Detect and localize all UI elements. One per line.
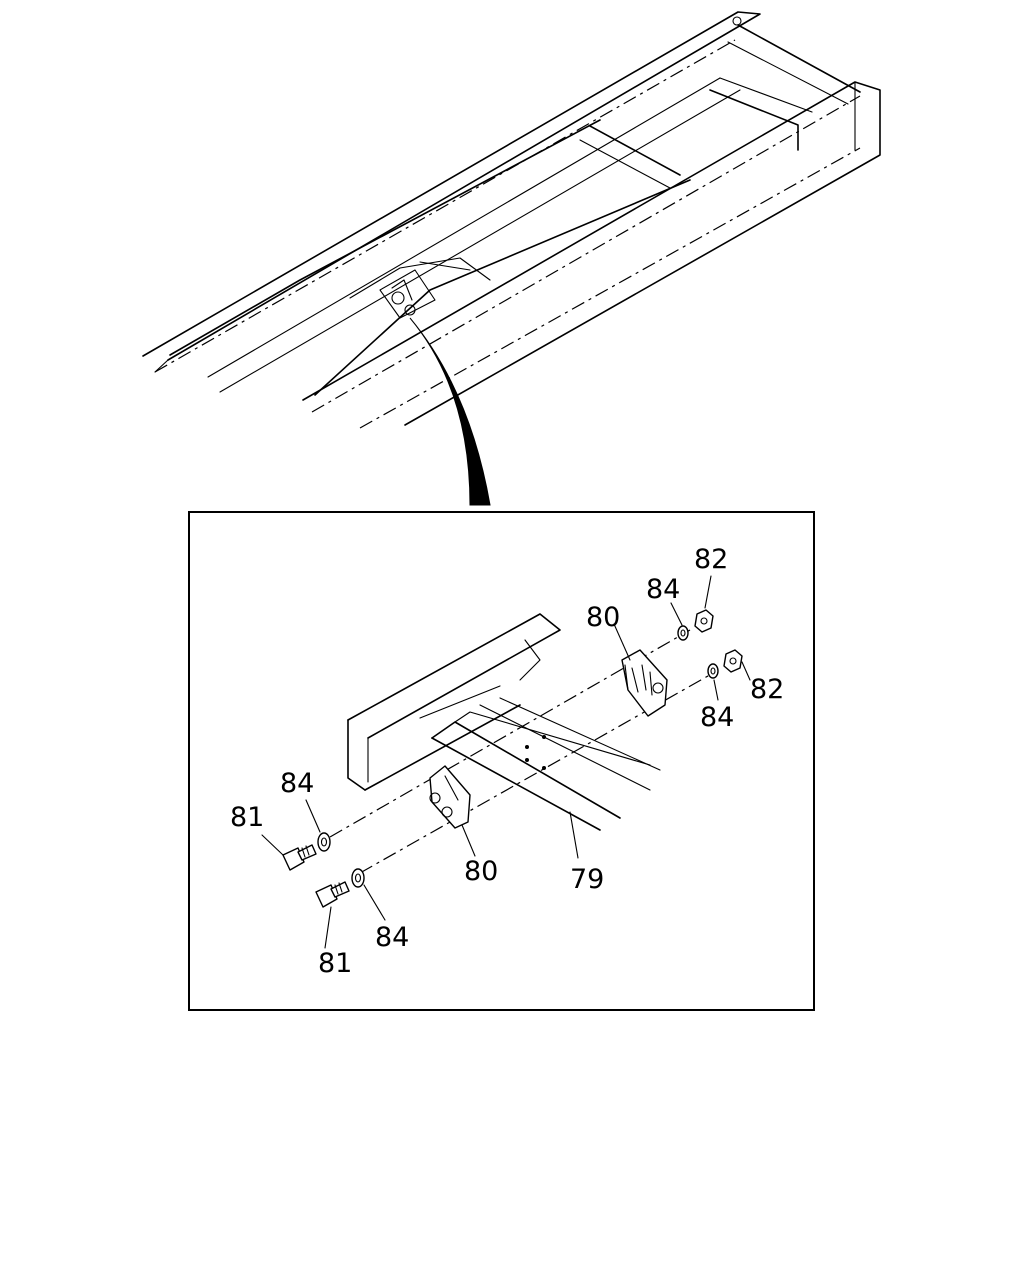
bracket-upper — [613, 623, 668, 717]
callout-82-lower: 82 — [750, 674, 784, 705]
callout-80-upper: 80 — [586, 602, 620, 633]
callout-84-lower-right: 84 — [700, 702, 734, 733]
detail-pointer — [409, 317, 491, 506]
bolt-upper — [261, 834, 317, 871]
center-lines — [329, 629, 716, 874]
bracket-lower — [429, 765, 476, 857]
callout-84-upper-right: 84 — [646, 574, 680, 605]
callout-80-lower: 80 — [464, 856, 498, 887]
callout-81-lower: 81 — [318, 948, 352, 979]
callout-82-upper: 82 — [694, 544, 728, 575]
frame-overview — [142, 11, 881, 429]
callout-84-lower-left: 84 — [375, 922, 409, 953]
callouts: 79 80 80 81 81 82 82 84 84 84 84 — [230, 544, 784, 979]
washers — [305, 602, 719, 921]
nuts — [694, 575, 751, 681]
callout-84-upper-left: 84 — [280, 768, 314, 799]
bolt-lower — [315, 881, 350, 949]
callout-79: 79 — [570, 864, 604, 895]
frame-rail-detail — [347, 613, 561, 791]
callout-81-upper: 81 — [230, 802, 264, 833]
detail-frame — [188, 511, 815, 1011]
